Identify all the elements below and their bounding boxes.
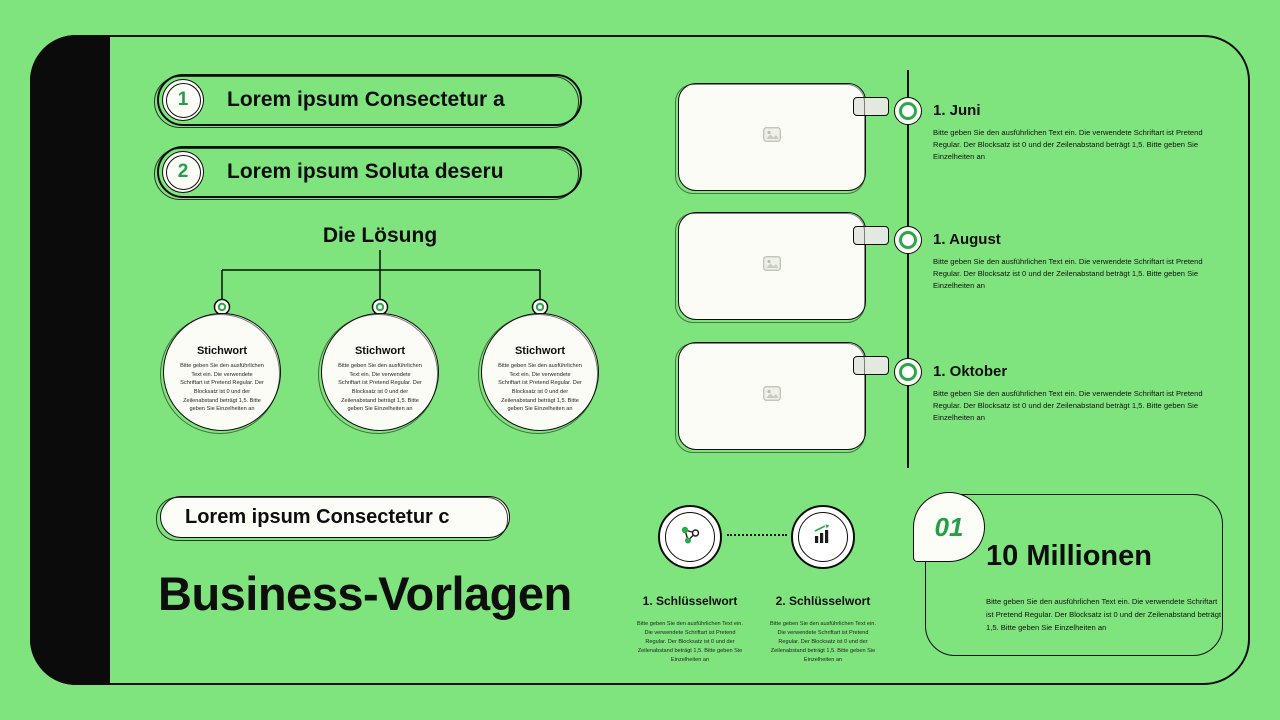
banner-2-number: 2 [177,161,189,182]
timeline-card-3 [678,342,889,450]
solution-title: Die Lösung [322,224,438,247]
banner-2-number-badge: 2 [162,151,204,193]
timeline-body-2: Bitte geben Sie den ausführlichen Text e… [933,257,1203,291]
solution-node-1: Stichwort Bitte geben Sie den ausführlic… [163,313,281,431]
tree-ring-1 [213,298,231,316]
stat-title: 10 Millionen [986,540,1152,572]
banner-1: 1 Lorem ipsum Consectetur a [157,74,582,126]
image-placeholder-icon [763,256,781,276]
tree-ring-3 [531,298,549,316]
footer-pill: Lorem ipsum Consectetur c [160,496,510,538]
timeline-date-3: 1. Oktober [933,363,1008,380]
timeline-node-2 [894,226,922,254]
stat-card [925,494,1223,656]
network-icon [677,522,703,553]
keyword-2-body: Bitte geben Sie den ausführlichen Text e… [770,621,876,663]
page-title: Business-Vorlagen [158,567,572,620]
timeline-card-1 [678,83,889,191]
solution-node-2-body: Bitte geben Sie den ausführlichen Text e… [338,363,422,413]
timeline-axis [907,70,909,468]
stat-body: Bitte geben Sie den ausführlichen Text e… [986,597,1222,632]
timeline-card-2-tab [853,226,889,245]
solution-tree-connector [213,250,549,316]
timeline-date-2: 1. August [933,231,1001,248]
footer-pill-label: Lorem ipsum Consectetur c [185,505,450,528]
image-placeholder-icon [763,386,781,406]
keyword-connector-dots [727,534,787,536]
timeline-body-3: Bitte geben Sie den ausführlichen Text e… [933,389,1203,423]
bar-chart-icon [810,522,836,553]
stat-badge-number: 01 [934,511,964,542]
keyword-2-circle [791,505,855,569]
tree-ring-2 [371,298,389,316]
banner-2: 2 Lorem ipsum Soluta deseru [157,146,582,198]
image-placeholder-icon [763,127,781,147]
banner-1-label: Lorem ipsum Consectetur a [227,88,505,111]
timeline-card-1-tab [853,97,889,116]
solution-node-3-title: Stichwort [514,345,566,357]
keyword-2-label: 2. Schlüsselwort [775,594,871,608]
solution-node-3-body: Bitte geben Sie den ausführlichen Text e… [498,363,582,413]
solution-node-1-title: Stichwort [196,345,248,357]
timeline-date-1: 1. Juni [933,102,981,119]
solution-node-2-title: Stichwort [354,345,406,357]
banner-1-number-badge: 1 [162,79,204,121]
solution-node-3: Stichwort Bitte geben Sie den ausführlic… [481,313,599,431]
banner-2-label: Lorem ipsum Soluta deseru [227,160,504,183]
binder-spine [30,35,110,685]
timeline-body-1: Bitte geben Sie den ausführlichen Text e… [933,128,1203,162]
solution-node-1-body: Bitte geben Sie den ausführlichen Text e… [180,363,264,413]
timeline-card-3-tab [853,356,889,375]
timeline-card-2 [678,212,889,320]
keyword-1-circle [658,505,722,569]
banner-1-number: 1 [177,89,189,110]
timeline-node-3 [894,358,922,386]
timeline-node-1 [894,97,922,125]
solution-node-2: Stichwort Bitte geben Sie den ausführlic… [321,313,439,431]
keyword-1-body: Bitte geben Sie den ausführlichen Text e… [637,621,743,663]
stat-badge: 01 [913,492,985,562]
keyword-1-label: 1. Schlüsselwort [642,594,738,608]
